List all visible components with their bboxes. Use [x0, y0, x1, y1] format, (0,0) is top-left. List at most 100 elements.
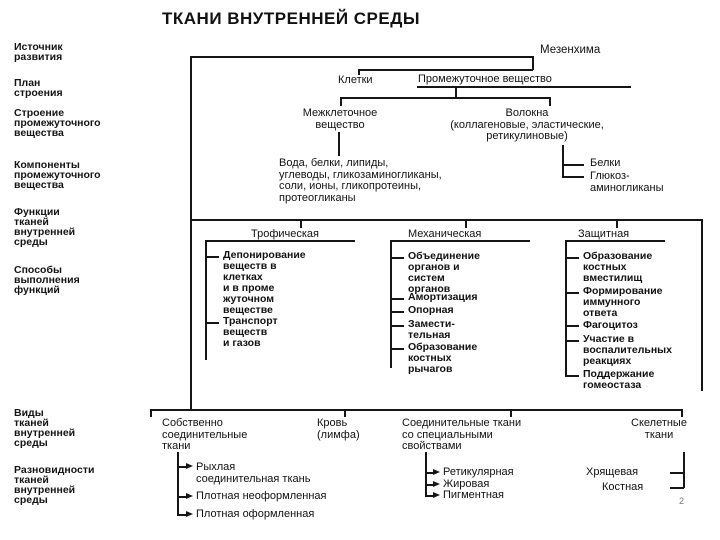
label-methods: Способы выполнения функций	[14, 264, 80, 296]
node-type-blood: Кровь (лимфа)	[317, 417, 360, 441]
connector-structure-left	[340, 97, 342, 106]
arrow-conn-2	[186, 493, 193, 499]
connector-types-bar	[150, 409, 682, 411]
variety-special-1: Ретикулярная	[443, 466, 514, 478]
node-function-trophic: Трофическая	[251, 228, 320, 240]
variety-connective-2: Плотная неоформленная	[196, 490, 327, 502]
arrow-conn-1	[186, 463, 193, 469]
method-prot-3: Фагоцитоз	[583, 319, 638, 331]
arrow-spec-1	[433, 469, 440, 475]
method-mech-3: Опорная	[408, 304, 454, 316]
node-function-mechanical: Механическая	[408, 228, 482, 240]
connector-structure-bar	[340, 97, 550, 99]
tick-trophic-1	[205, 256, 219, 258]
node-intermediate-substance: Промежуточное вещество	[418, 73, 552, 85]
brace-mechanical-vertical	[390, 240, 392, 368]
method-mech-2: Амортизация	[408, 291, 478, 303]
node-intercellular-components: Вода, белки, липиды, углеводы, гликозами…	[279, 157, 442, 204]
variety-connective-3: Плотная оформленная	[196, 508, 315, 520]
variety-skeletal-1: Хрящевая	[586, 466, 639, 478]
label-plan: План строения	[14, 77, 63, 99]
connector-func-protective	[616, 219, 618, 228]
tick-conn-2	[177, 496, 187, 498]
tick-conn-1	[177, 466, 187, 468]
variety-special-2: Жировая	[443, 478, 490, 490]
label-types: Виды тканей внутренней среды	[14, 407, 76, 449]
node-type-skeletal: Скелетные ткани	[631, 417, 687, 441]
variety-special-3: Пигментная	[443, 489, 505, 501]
tick-spec-2	[425, 484, 433, 486]
method-trophic-2: Транспорт веществ и газов	[223, 315, 278, 349]
label-functions: Функции тканей внутренней среды	[14, 206, 76, 248]
method-prot-5: Поддержание гомеостаза	[583, 368, 655, 391]
brace-protective-top	[565, 240, 665, 242]
tick-mech-4	[390, 325, 404, 327]
label-components: Компоненты промежуточного вещества	[14, 159, 101, 191]
tick-prot-4	[565, 340, 579, 342]
brace-protective-vertical	[565, 240, 567, 376]
connector-proteins	[562, 164, 584, 166]
tick-mech-1	[390, 257, 404, 259]
connector-cells-tick	[358, 69, 360, 75]
brace-mechanical-top	[390, 240, 530, 242]
method-mech-1: Объединение органов и систем органов	[408, 250, 480, 295]
tick-trophic-2	[205, 322, 219, 324]
tick-spec-3	[425, 495, 433, 497]
tick-prot-3	[565, 325, 579, 327]
arrow-spec-2	[433, 481, 440, 487]
diagram-title: ТКАНИ ВНУТРЕННЕЙ СРЕДЫ	[162, 9, 420, 28]
brace-skeletal-vertical	[683, 452, 685, 488]
connector-plan-bar	[358, 69, 533, 71]
method-mech-5: Образование костных рычагов	[408, 341, 478, 375]
method-prot-2: Формирование иммунного ответа	[583, 285, 663, 319]
tick-conn-3	[177, 514, 187, 516]
tick-mech-2	[390, 298, 404, 300]
tick-skel-2	[670, 487, 684, 489]
connector-func-mechanical	[465, 219, 467, 228]
node-type-special: Соединительные ткани со специальными сво…	[402, 417, 522, 452]
connector-glycos	[562, 176, 584, 178]
connector-types-blood	[344, 409, 346, 417]
brace-trophic-vertical	[205, 240, 207, 360]
connector-func-trophic	[300, 219, 302, 228]
connector-mesenchyme-down	[532, 56, 534, 70]
connector-structure-right	[549, 97, 551, 106]
tick-spec-1	[425, 472, 433, 474]
label-varieties: Разновидности тканей внутренней среды	[14, 464, 95, 506]
underline-intermediate	[417, 86, 631, 88]
method-prot-1: Образование костных вместилищ	[583, 250, 653, 284]
tick-prot-5	[565, 375, 579, 377]
tick-prot-2	[565, 292, 579, 294]
variety-connective-1: Рыхлая соединительная ткань	[196, 461, 311, 485]
node-fiber-protein: Белки	[590, 157, 621, 169]
connector-top	[190, 56, 533, 58]
connector-types-left	[150, 409, 152, 417]
method-trophic-1: Депонирование веществ в клетках и в пром…	[223, 249, 306, 316]
tick-mech-3	[390, 311, 404, 313]
connector-components-left	[338, 132, 340, 156]
node-fibers: Волокна (коллагеновые, эластические, рет…	[450, 107, 604, 142]
label-structure: Строение промежуточного вещества	[14, 107, 101, 139]
tick-mech-5	[390, 348, 404, 350]
node-cells: Клетки	[338, 74, 373, 86]
node-mesenchyme: Мезенхима	[540, 44, 601, 56]
node-intercellular-substance: Межклеточное вещество	[302, 107, 378, 131]
node-function-protective: Защитная	[578, 228, 630, 240]
label-source: Источник развития	[14, 41, 63, 63]
page-number: 2	[679, 496, 685, 506]
connector-structure-center	[455, 87, 457, 98]
brace-trophic-top	[205, 240, 355, 242]
node-type-connective-proper: Собственно соединительные ткани	[162, 417, 248, 452]
connector-func-right	[701, 219, 703, 391]
brace-connective-vertical	[177, 452, 179, 515]
connector-components-right	[562, 145, 564, 177]
method-prot-4: Участие в воспалительных реакциях	[583, 333, 672, 367]
variety-skeletal-2: Костная	[602, 481, 644, 493]
brace-special-vertical	[425, 452, 427, 496]
connector-functions-bar	[190, 219, 702, 221]
connector-types-special	[510, 409, 512, 417]
node-fiber-glycos: Глюкоз- аминогликаны	[590, 170, 664, 194]
tick-prot-1	[565, 257, 579, 259]
arrow-conn-3	[186, 511, 193, 517]
